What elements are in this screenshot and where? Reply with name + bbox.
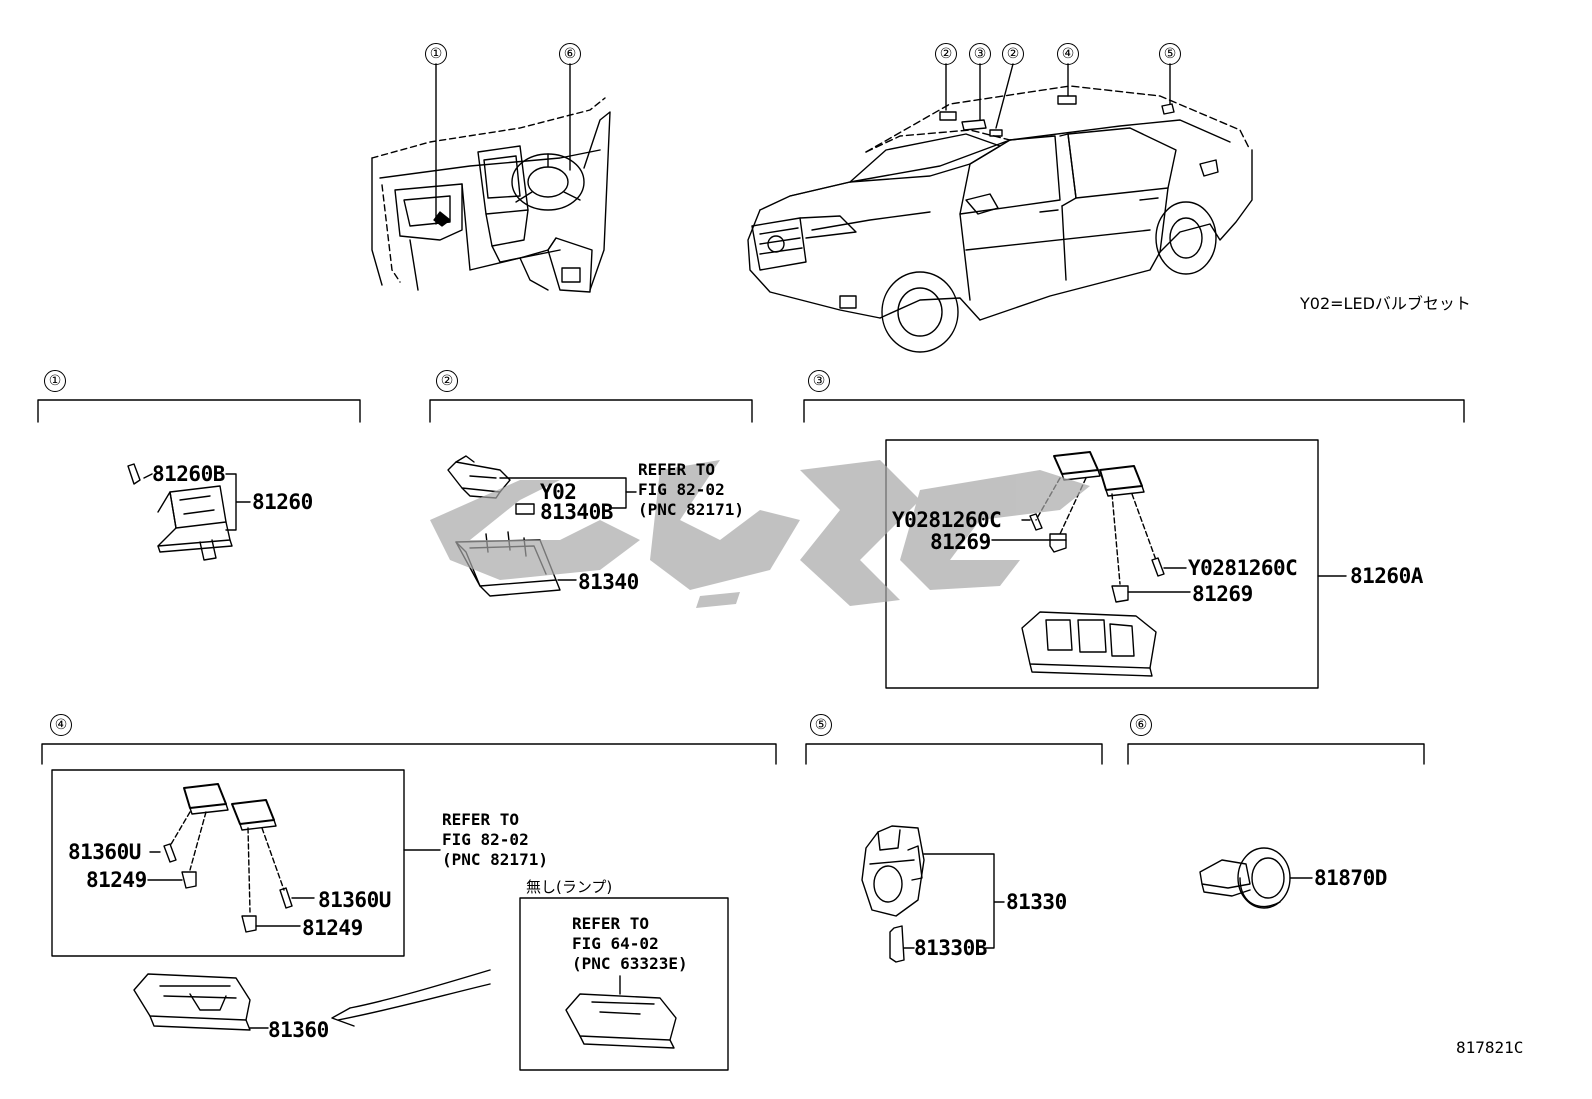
- part-y02-81260C-left: Y0281260C: [892, 508, 1002, 532]
- section-5-marker: ⑤: [810, 714, 832, 736]
- part-81340B: 81340B: [540, 500, 613, 524]
- callout-6-top: ⑥: [559, 43, 581, 65]
- part-81330: 81330: [1006, 890, 1067, 914]
- lamp-63323E-drawing: [565, 993, 677, 1049]
- callout-4-top: ④: [1057, 43, 1079, 65]
- ring-81870D-drawing: [1199, 847, 1291, 909]
- section-6-marker: ⑥: [1130, 714, 1152, 736]
- part-81260: 81260: [252, 490, 313, 514]
- part-81260B: 81260B: [152, 462, 225, 486]
- part-81249-left: 81249: [86, 868, 147, 892]
- part-81260A: 81260A: [1350, 564, 1423, 588]
- part-y02-81260C-right: Y0281260C: [1188, 556, 1298, 580]
- callout-3-top: ③: [969, 43, 991, 65]
- dashboard-illustration: [371, 97, 611, 293]
- callout-5-top: ⑤: [1159, 43, 1181, 65]
- without-lamp-label: 無し(ランプ): [526, 878, 613, 896]
- section-2-marker: ②: [436, 370, 458, 392]
- callout-2-top-b: ②: [1002, 43, 1024, 65]
- part-81340: 81340: [578, 570, 639, 594]
- part-81269-left: 81269: [930, 530, 991, 554]
- refer-note-64-02: REFER TO FIG 64-02 (PNC 63323E): [572, 914, 688, 973]
- section-3-marker: ③: [808, 370, 830, 392]
- socket-81330-drawing: [861, 825, 925, 963]
- legend-note: Y02=LEDバルブセット: [1300, 294, 1471, 313]
- lamp-81360-drawing: [133, 973, 251, 1031]
- refer-note-82-02-section4: REFER TO FIG 82-02 (PNC 82171): [442, 810, 548, 869]
- callout-2-top-a: ②: [935, 43, 957, 65]
- refer-note-82-02-section2: REFER TO FIG 82-02 (PNC 82171): [638, 460, 744, 519]
- part-81330B: 81330B: [914, 936, 987, 960]
- drawing-id: 817821C: [1456, 1038, 1524, 1057]
- tag-y02-81340B: Y02: [540, 480, 577, 504]
- section-4-marker: ④: [50, 714, 72, 736]
- part-81249-right: 81249: [302, 916, 363, 940]
- callout-1-top: ①: [425, 43, 447, 65]
- part-81360U-left: 81360U: [68, 840, 141, 864]
- part-81360U-right: 81360U: [318, 888, 391, 912]
- part-81360: 81360: [268, 1018, 329, 1042]
- part-81870D: 81870D: [1314, 866, 1387, 890]
- section-1-marker: ①: [44, 370, 66, 392]
- car-illustration: [747, 85, 1253, 353]
- lamp-81260-drawing: [127, 463, 233, 561]
- watermark-logo: [430, 460, 1090, 608]
- part-81269-right: 81269: [1192, 582, 1253, 606]
- lamp-81360U-drawing: [163, 783, 293, 933]
